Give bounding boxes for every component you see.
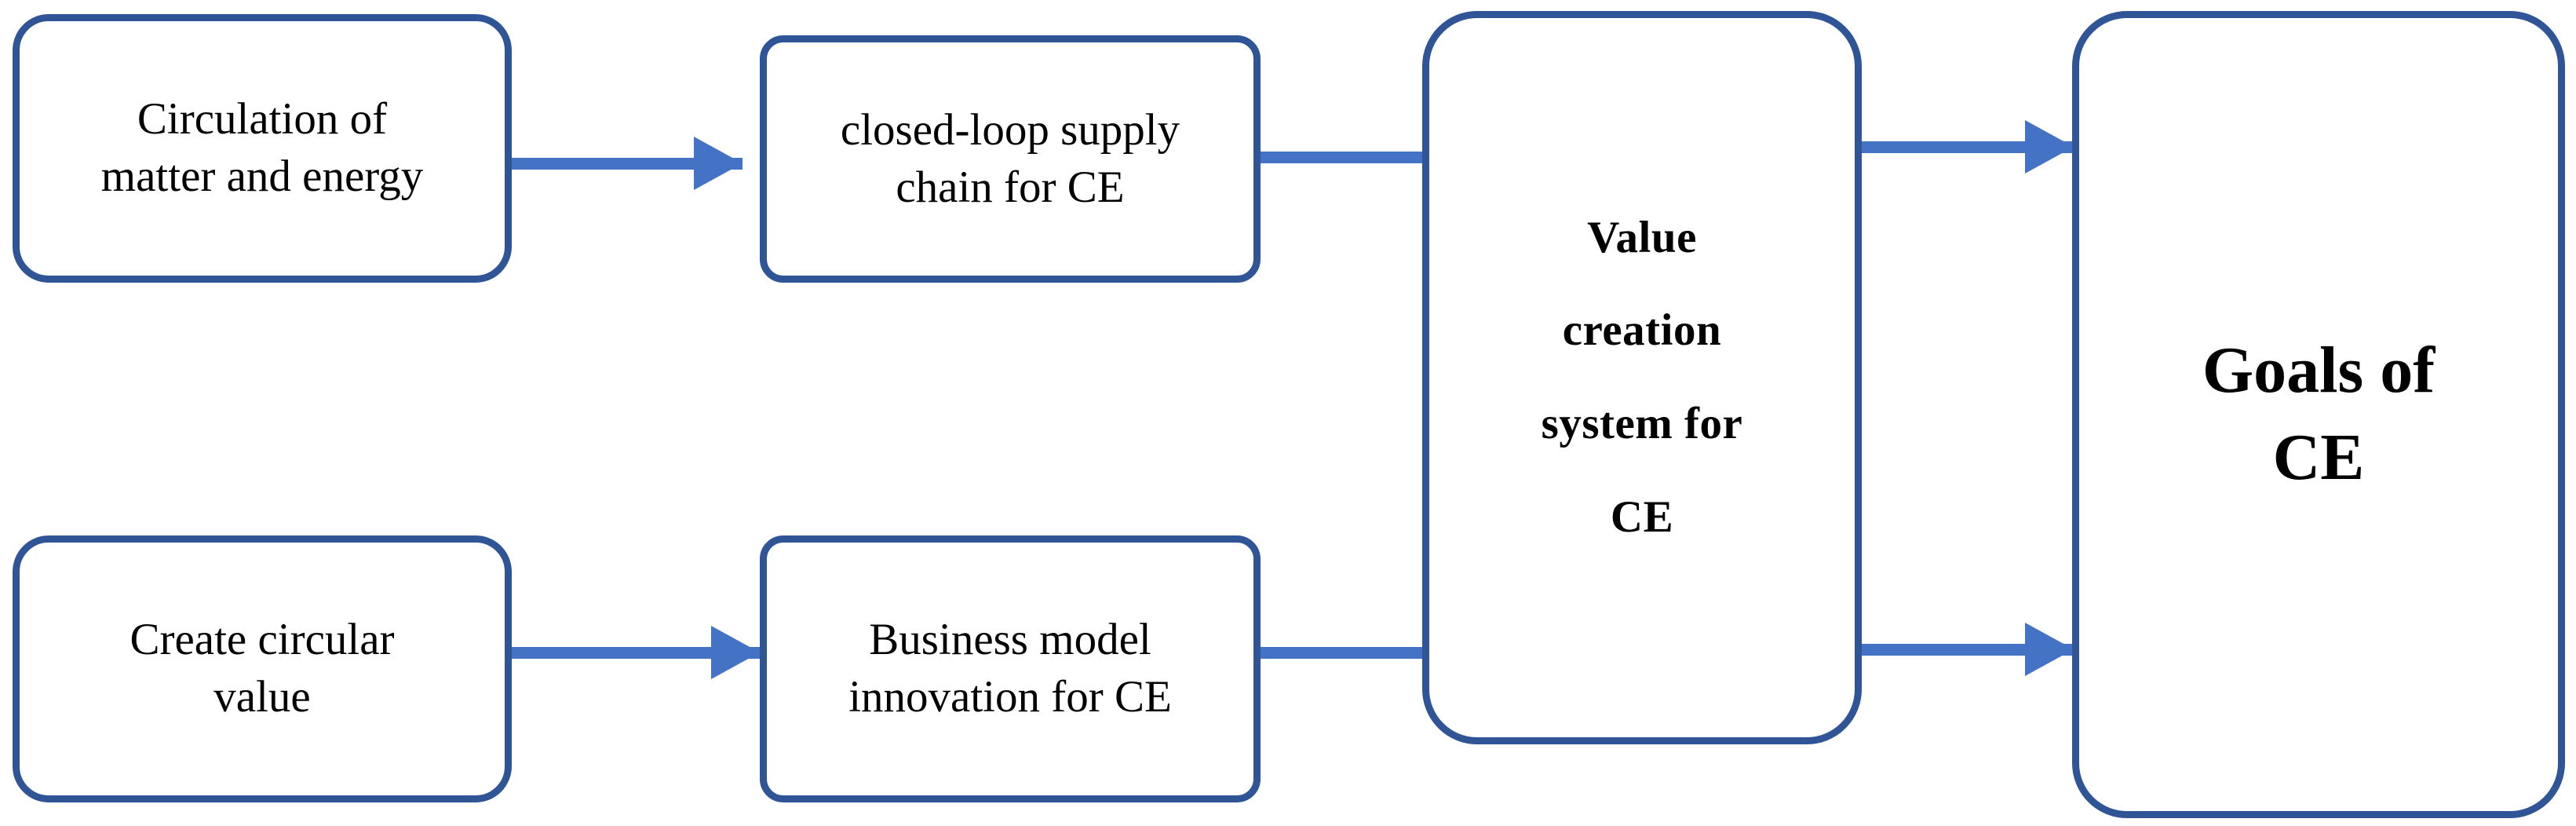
node-business-model-innovation[interactable]: Business model innovation for CE [760, 535, 1261, 802]
node-line: Create circular [130, 615, 395, 665]
node-label-create-circular-value: Create circular value [20, 612, 505, 726]
node-line: Business model [869, 615, 1151, 665]
node-line: chain for CE [896, 162, 1125, 212]
node-label-closed-loop-supply-chain: closed-loop supply chain for CE [767, 102, 1253, 217]
node-line: CE [1610, 492, 1674, 542]
arrowhead-value-system-to-goals-top [2025, 120, 2074, 174]
node-line: matter and energy [100, 152, 424, 201]
node-goals-of-ce[interactable]: Goals of CE [2072, 11, 2565, 818]
node-label-circulation: Circulation of matter and energy [20, 91, 505, 206]
node-line: innovation for CE [848, 672, 1172, 722]
arrowhead-value-system-to-goals-bottom [2025, 623, 2074, 676]
node-label-value-creation-system: Value creation system for CE [1429, 192, 1855, 564]
node-line: CE [2272, 421, 2365, 494]
node-create-circular-value[interactable]: Create circular value [13, 535, 512, 802]
arrowhead-circulation-to-closed-loop [694, 137, 743, 190]
connector-value-system-to-goals-top [1855, 141, 2074, 153]
node-line: value [213, 672, 311, 722]
node-circulation-of-matter-and-energy[interactable]: Circulation of matter and energy [13, 14, 512, 283]
node-label-goals-of-ce: Goals of CE [2079, 327, 2558, 502]
connector-closed-loop-to-value-system [1254, 152, 1428, 163]
node-line: Goals of [2202, 334, 2436, 408]
arrowhead-create-value-to-business-model [711, 626, 760, 679]
node-line: Value [1587, 212, 1697, 262]
connector-circulation-to-closed-loop [507, 158, 743, 170]
node-line: system for [1541, 399, 1743, 448]
node-label-business-model-innovation: Business model innovation for CE [767, 612, 1253, 726]
node-value-creation-system[interactable]: Value creation system for CE [1422, 11, 1862, 744]
connector-business-model-to-value-system [1254, 647, 1428, 659]
connector-value-system-to-goals-bottom [1855, 644, 2074, 656]
node-line: Circulation of [137, 94, 388, 144]
connector-create-value-to-business-model [507, 647, 766, 659]
node-line: closed-loop supply [840, 104, 1180, 155]
node-closed-loop-supply-chain[interactable]: closed-loop supply chain for CE [760, 35, 1261, 283]
node-line: creation [1562, 305, 1722, 356]
